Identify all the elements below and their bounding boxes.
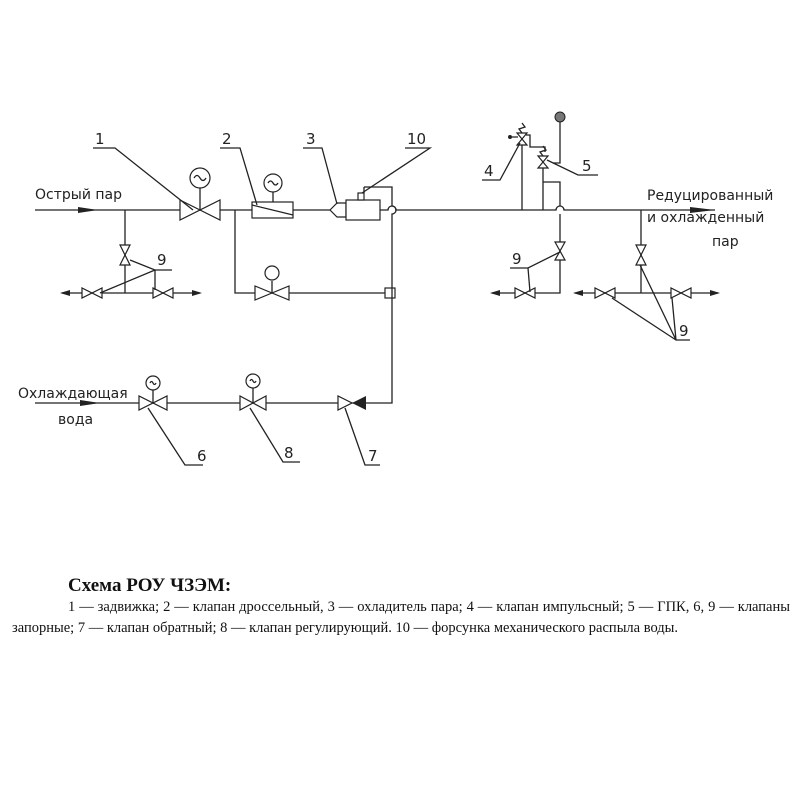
output-label-3: пар — [712, 234, 739, 250]
outflow-arrow — [690, 207, 715, 213]
desuperheater-3 — [35, 186, 397, 404]
throttle-valve-2 — [251, 173, 294, 219]
callout-1: 1 — [95, 130, 105, 148]
callout-5: 5 — [582, 157, 592, 175]
callout-2: 2 — [222, 130, 232, 148]
callout-6: 6 — [197, 447, 207, 465]
caption: Схема РОУ ЧЗЭМ: 1 — задвижка; 2 — клапан… — [12, 575, 790, 639]
callout-7: 7 — [368, 447, 378, 465]
callout-9-right: 9 — [679, 322, 689, 340]
nozzle-10 — [357, 192, 365, 201]
cooling-water-label-2: вода — [58, 412, 93, 428]
callout-9-left: 9 — [157, 251, 167, 269]
cooling-water-line — [80, 373, 366, 412]
left-drain-branch — [60, 210, 202, 299]
callout-4: 4 — [484, 162, 494, 180]
bypass-line — [234, 210, 396, 301]
gate-valve-1 — [179, 167, 221, 221]
callout-3: 3 — [306, 130, 316, 148]
live-steam-label: Острый пар — [35, 187, 122, 203]
relief-valves — [490, 111, 567, 299]
callout-10: 10 — [407, 130, 426, 148]
inflow-arrow — [78, 207, 98, 213]
output-label-2: и охлажденный — [647, 210, 764, 226]
check-valve-7 — [337, 395, 354, 411]
caption-body: 1 — задвижка; 2 — клапан дроссельный, 3 … — [12, 599, 790, 636]
callout-leaders — [93, 142, 598, 466]
cooling-water-label: Охлаждающая — [18, 386, 128, 402]
output-label-1: Редуцированный — [647, 188, 773, 204]
callout-9-mid: 9 — [512, 250, 522, 268]
right-drain-branch — [573, 210, 720, 341]
caption-title: Схема РОУ ЧЗЭМ: — [68, 575, 232, 596]
callout-8: 8 — [284, 444, 294, 462]
